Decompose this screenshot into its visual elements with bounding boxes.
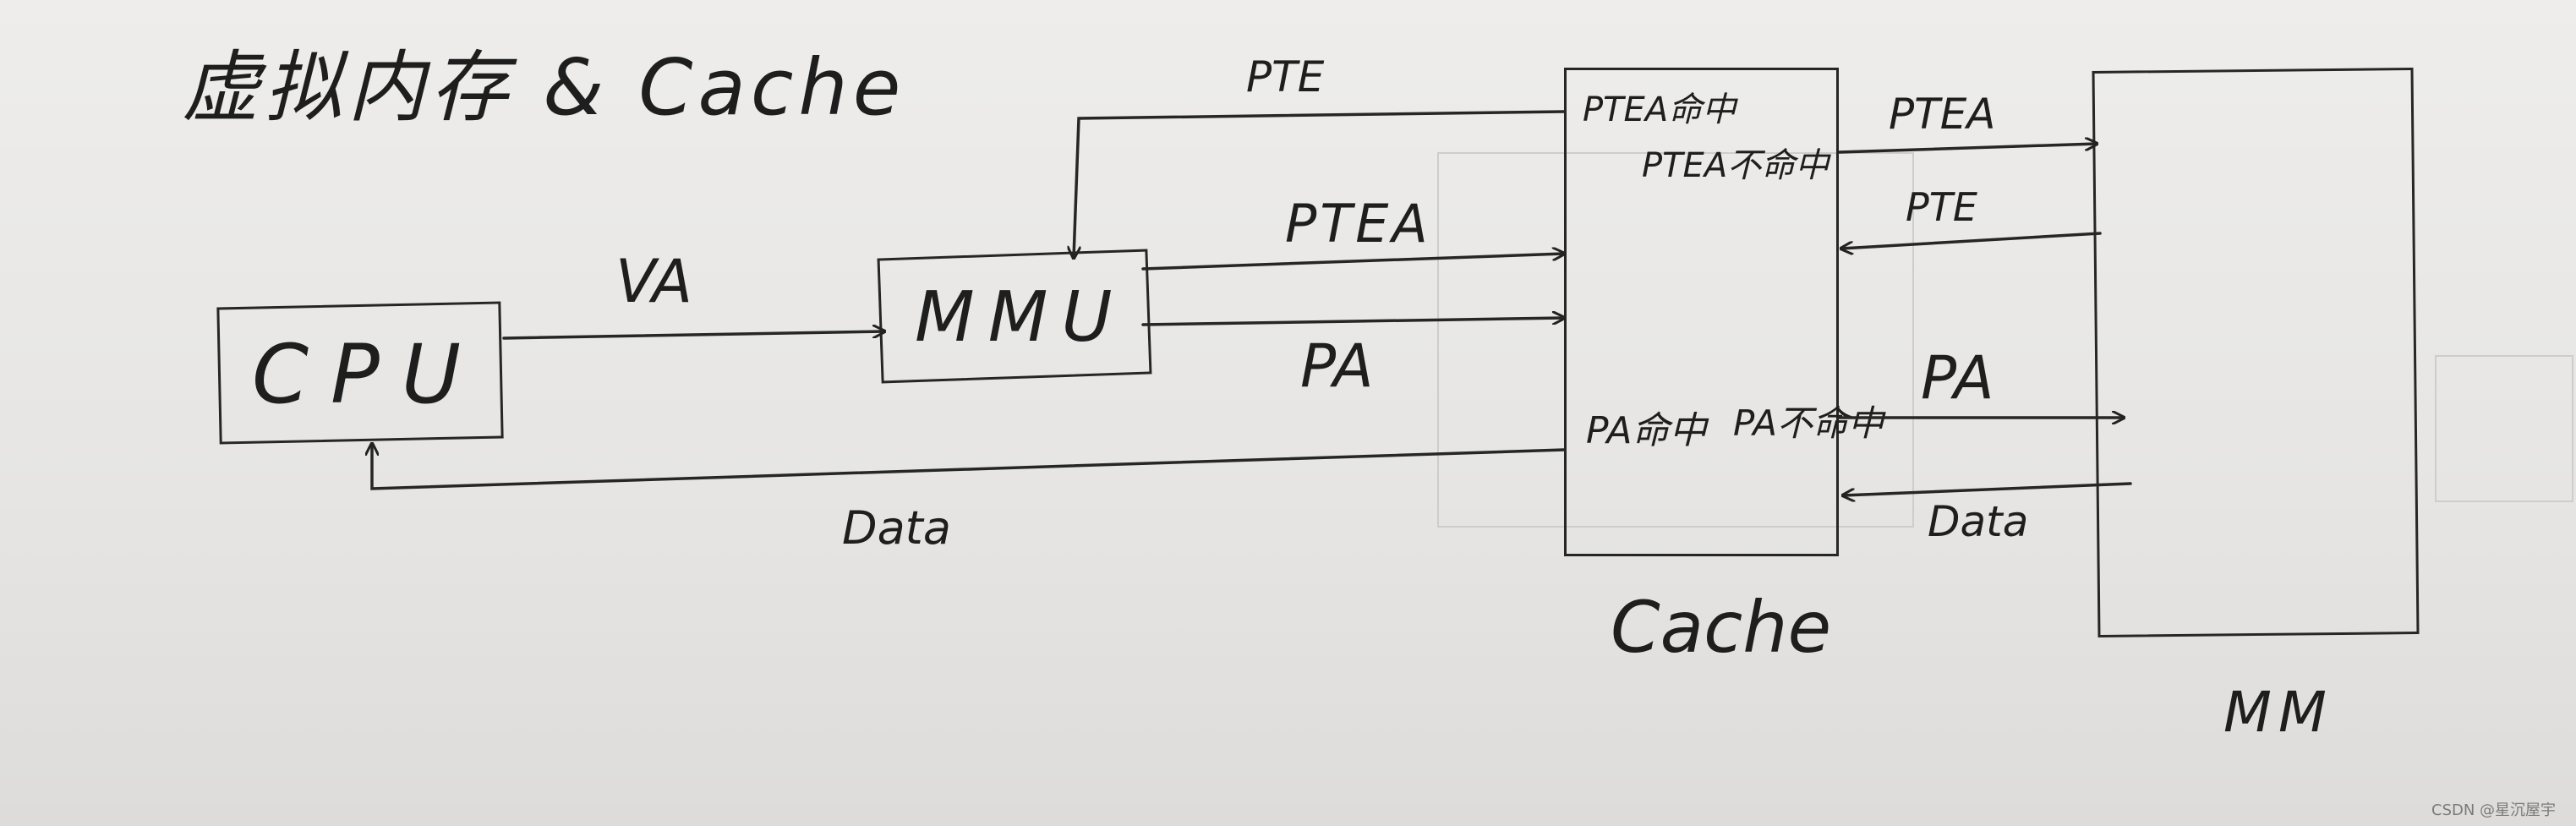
bleed-through-marks-2 xyxy=(2435,355,2573,502)
ptea-to-mm-arrow xyxy=(1837,144,2097,154)
data-to-cache-arrow xyxy=(1843,482,2132,495)
edge-label-ptea-mmu: PTEA xyxy=(1285,193,1431,254)
edge-label-pa-mmu: PA xyxy=(1300,331,1374,401)
va-arrow xyxy=(502,331,884,340)
edge-label-pte-top: PTE xyxy=(1246,52,1325,101)
edge-label-data-mm: Data xyxy=(1928,497,2029,546)
bleed-through-marks xyxy=(1437,152,1914,528)
diagram-title: 虚拟内存 & Cache xyxy=(182,42,906,133)
mm-label: MM xyxy=(2223,680,2333,745)
pa-to-cache-arrow xyxy=(1141,318,1564,326)
pte-to-cache-arrow xyxy=(1841,232,2102,249)
cache-label: Cache xyxy=(1611,586,1832,669)
pte-return-arrow xyxy=(1074,110,1566,258)
ptea-to-cache-arrow xyxy=(1141,254,1564,271)
data-to-cpu-arrow xyxy=(372,444,1566,490)
cache-pa-miss-label: PA不命中 xyxy=(1733,402,1884,444)
edge-label-ptea-mm: PTEA xyxy=(1889,90,1996,139)
cache-ptea-miss-label: PTEA不命中 xyxy=(1642,146,1829,185)
edge-label-data-cpu: Data xyxy=(842,501,951,555)
mmu-label: MMU xyxy=(915,277,1126,358)
edge-label-pa-mm: PA xyxy=(1921,343,1994,413)
edge-label-va: VA xyxy=(615,247,693,316)
watermark: CSDN @星沉屋宇 xyxy=(2431,801,2557,819)
cache-pa-hit-label: PA命中 xyxy=(1586,409,1707,452)
cache-ptea-hit-label: PTEA命中 xyxy=(1583,90,1736,129)
cpu-label: CPU xyxy=(252,327,484,422)
edge-label-pte-mm: PTE xyxy=(1906,184,1977,230)
